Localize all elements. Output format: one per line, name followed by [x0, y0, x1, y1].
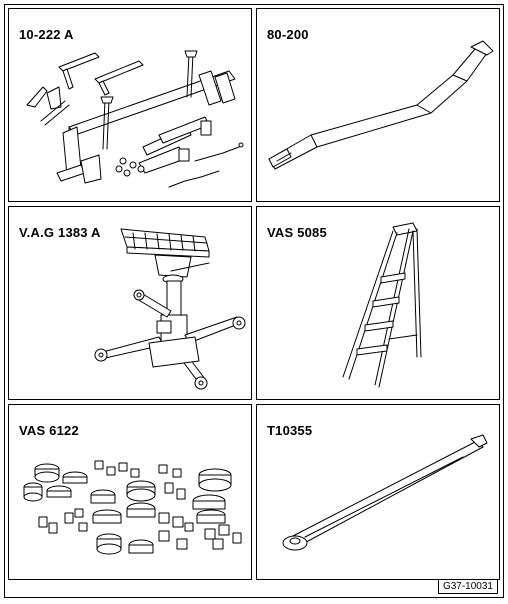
tool-grid-frame — [4, 4, 504, 598]
tool-code: VAS 5085 — [267, 225, 327, 240]
tool-code: 80-200 — [267, 27, 309, 42]
pry-bar-drawing — [268, 40, 494, 170]
tool-cell-engine-support: 10-222 A — [8, 8, 252, 202]
tool-cell-step-ladder: VAS 5085 — [256, 206, 500, 400]
transmission-jack-drawing — [94, 228, 246, 390]
tool-cell-pry-bar: 80-200 — [256, 8, 500, 202]
figure-reference: G37-10031 — [437, 579, 498, 594]
tool-sheet: 10-222 A — [4, 4, 504, 598]
tool-code: V.A.G 1383 A — [19, 225, 101, 240]
tool-cell-adapter-set: VAS 6122 — [8, 404, 252, 580]
engine-support-bridge-drawing — [26, 50, 244, 188]
tool-code: 10-222 A — [19, 27, 74, 42]
tool-cell-lever: T10355 — [256, 404, 500, 580]
adapter-set-drawing — [23, 460, 242, 555]
step-ladder-drawing — [342, 222, 422, 388]
tool-code: VAS 6122 — [19, 423, 79, 438]
tool-cell-transmission-jack: V.A.G 1383 A — [8, 206, 252, 400]
tool-code: T10355 — [267, 423, 313, 438]
lever-tool-drawing — [282, 434, 488, 551]
